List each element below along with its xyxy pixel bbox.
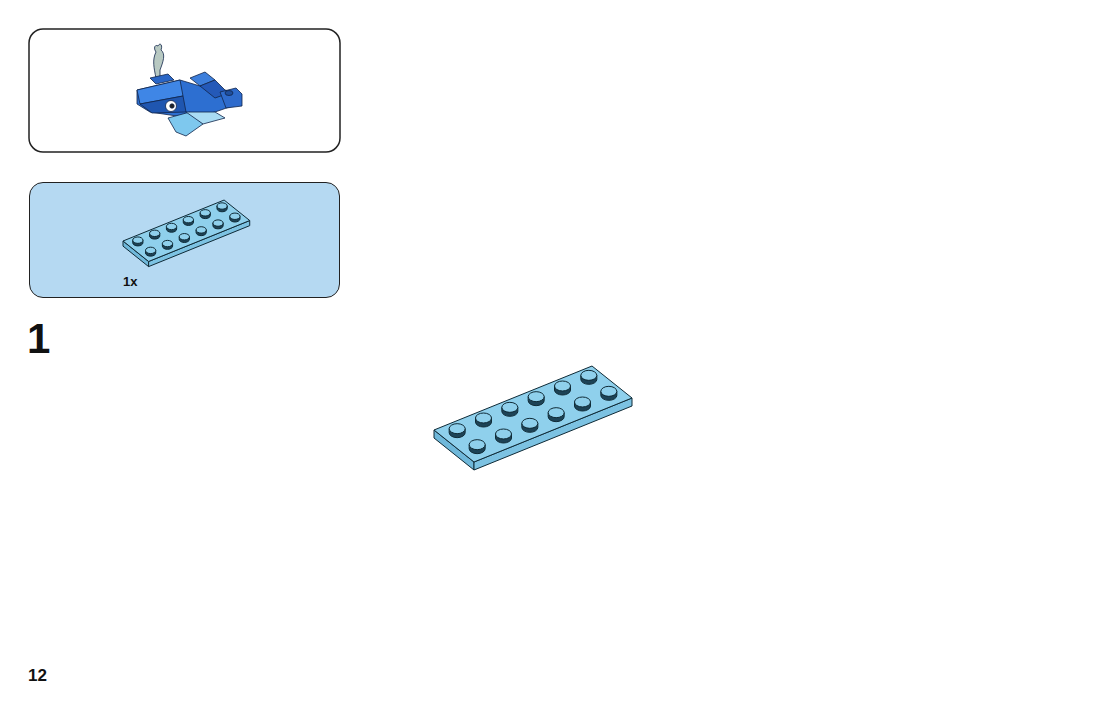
stud: [601, 386, 617, 400]
stud: [183, 216, 193, 225]
plate-top-face: [123, 200, 250, 261]
stud: [200, 210, 210, 219]
stud: [166, 223, 176, 232]
step-number: 1: [27, 318, 50, 360]
page-number: 12: [28, 667, 47, 684]
stud: [548, 408, 564, 422]
stud: [146, 247, 156, 256]
stud: [575, 397, 591, 411]
plate-2x6-main: [434, 366, 632, 470]
whale-model: [137, 44, 242, 136]
part-illustration: [30, 183, 338, 296]
stud: [217, 203, 227, 212]
stud: [162, 240, 172, 249]
stud: [179, 234, 189, 243]
part-quantity: 1x: [123, 275, 137, 288]
stud: [528, 392, 544, 406]
stud: [476, 413, 492, 427]
plate-top-face: [434, 366, 632, 462]
stud: [449, 424, 465, 438]
stud: [230, 213, 240, 222]
stud: [150, 230, 160, 239]
stud: [469, 440, 485, 454]
stud: [213, 220, 223, 229]
stud: [522, 418, 538, 432]
parts-list-box: 1x: [29, 182, 340, 298]
stud: [502, 402, 518, 416]
stud: [496, 429, 512, 443]
stud: [555, 381, 571, 395]
stud: [581, 370, 597, 384]
stud: [133, 237, 143, 246]
model-preview-box: [29, 29, 340, 152]
stud: [196, 227, 206, 236]
